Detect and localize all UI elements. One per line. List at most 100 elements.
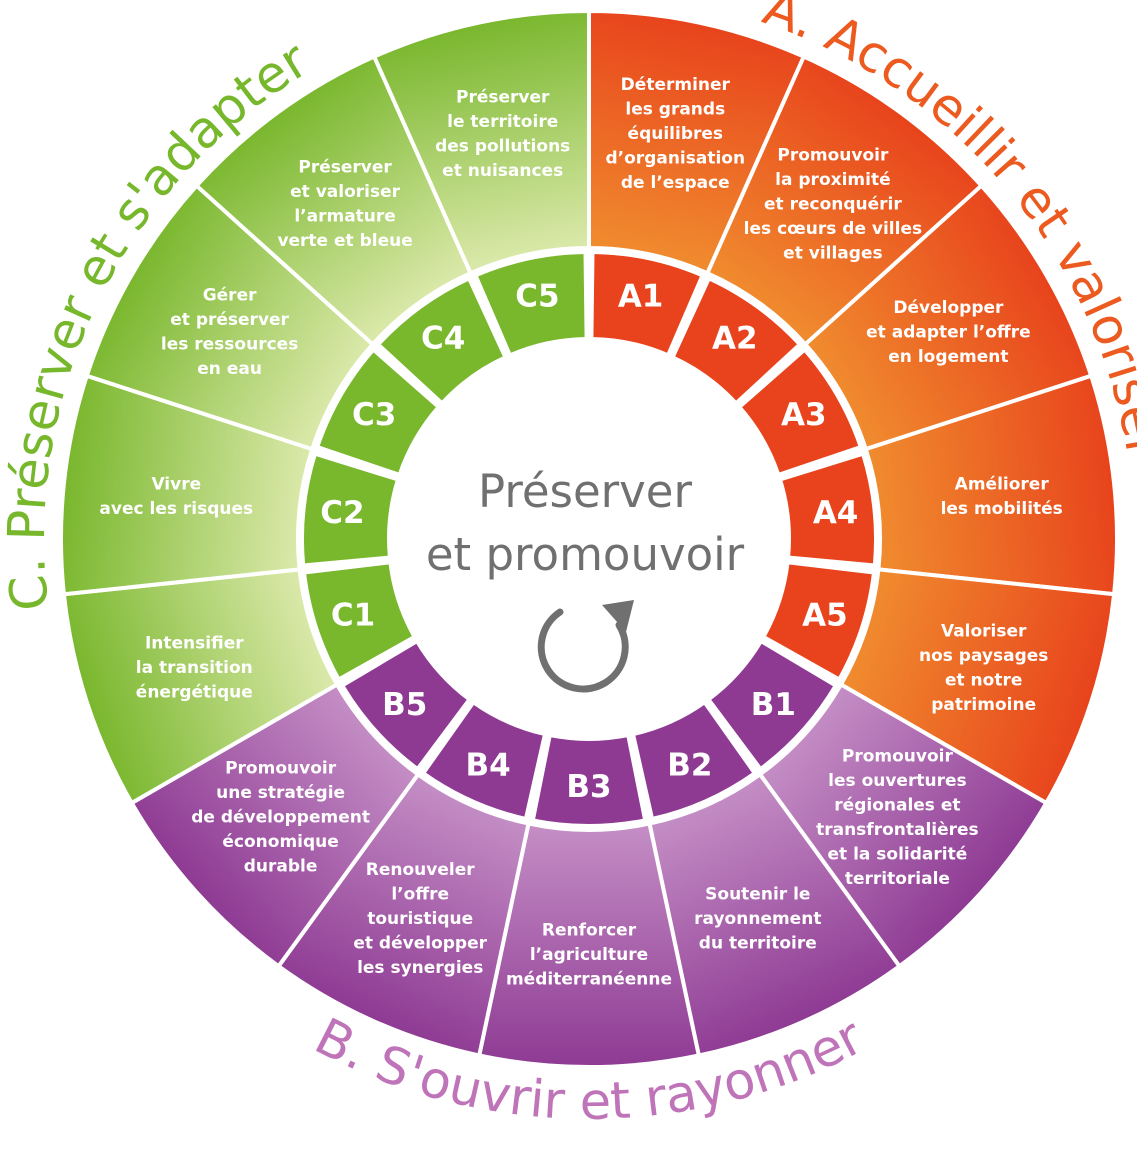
segment-label-line: verte et bleue (277, 231, 412, 251)
segment-label-line: régionales et (834, 795, 960, 815)
segment-label-line: les ouvertures (828, 771, 966, 791)
code-label-a3: A3 (781, 397, 827, 433)
center-title-line1: Préserver (478, 465, 692, 518)
segment-label-line: et développer (353, 934, 487, 954)
code-tab-c4 (376, 276, 508, 406)
segment-b3 (476, 821, 702, 1070)
code-label-a5: A5 (802, 598, 848, 634)
segment-a5 (838, 567, 1117, 806)
segment-label-line: territoriale (845, 869, 950, 889)
segment-a2 (704, 53, 985, 348)
code-label-b3: B3 (566, 769, 611, 805)
segment-label-line: Renforcer (542, 921, 637, 941)
center-title-line2: et promouvoir (426, 528, 745, 581)
segment-c3 (84, 182, 376, 452)
code-label-c5: C5 (515, 278, 559, 314)
segment-label-line: touristique (367, 909, 473, 929)
code-label-c2: C2 (320, 495, 364, 531)
code-tab-b4 (421, 700, 547, 821)
segment-label-line: et adapter l’offre (866, 323, 1030, 343)
segment-label-c5: Préserver le territoire des pollutions et n… (435, 87, 570, 181)
code-tab-a5 (761, 560, 876, 682)
code-label-c3: C3 (352, 397, 396, 433)
code-tab-c1 (302, 560, 417, 682)
segment-label-line: les ressources (161, 335, 298, 355)
refresh-cycle-icon (537, 600, 634, 693)
segment-label-line: Promouvoir (777, 145, 889, 165)
segment-label-line: Déterminer (621, 75, 731, 95)
segment-a3 (802, 182, 1094, 452)
segment-label-b4: Renouveler l’offre touristique et développe… (353, 860, 487, 978)
segment-label-line: Renouveler (366, 860, 475, 880)
segment-label-line: l’armature (294, 207, 395, 227)
code-label-c1: C1 (331, 598, 375, 634)
segment-label-line: les synergies (357, 958, 483, 978)
segment-c5 (371, 8, 591, 276)
segment-label-line: économique (222, 832, 338, 852)
segment-b4 (275, 771, 531, 1058)
segment-label-line: méditerranéenne (506, 970, 672, 990)
segment-label-c3: Gérer et préserver les ressources en eau (161, 286, 298, 380)
code-label-a4: A4 (813, 495, 859, 531)
segment-label-line: Promouvoir (842, 746, 954, 766)
code-tab-b2 (631, 700, 757, 821)
segment-label-line: en eau (197, 359, 262, 379)
segment-b2 (647, 771, 903, 1058)
code-tab-a1 (589, 250, 705, 358)
segment-label-line: Vivre (151, 474, 201, 494)
segment-label-line: Intensifier (145, 634, 244, 654)
segment-label-line: Promouvoir (225, 759, 337, 779)
code-tab-a4 (778, 451, 879, 568)
segment-label-line: la transition (136, 658, 253, 678)
segment-b5 (128, 681, 421, 969)
segment-label-line: l’offre (391, 885, 449, 905)
segment-label-line: et nuisances (442, 161, 563, 181)
segment-label-line: la proximité (775, 170, 890, 190)
segment-label-a2: Promouvoir la proximité et reconquérir les … (744, 145, 922, 263)
segment-label-line: et préserver (170, 310, 289, 330)
code-label-a1: A1 (618, 278, 664, 314)
segment-label-line: durable (244, 857, 318, 877)
segment-label-line: de l’espace (621, 173, 730, 193)
segment-label-line: et la solidarité (828, 844, 968, 864)
code-label-b1: B1 (751, 687, 796, 723)
segment-label-line: le territoire (447, 112, 558, 132)
segment-label-line: nos paysages (919, 646, 1048, 666)
segment-label-a4: Améliorer les mobilités (941, 474, 1063, 519)
segment-label-line: Gérer (203, 286, 257, 306)
code-tab-b5 (340, 639, 472, 772)
segment-label-line: une stratégie (216, 783, 345, 803)
code-label-a2: A2 (712, 320, 758, 356)
segment-label-line: du territoire (699, 934, 817, 954)
segment-b1 (757, 681, 1050, 969)
code-label-c4: C4 (421, 320, 465, 356)
code-tab-c3 (315, 347, 441, 477)
segment-label-line: des pollutions (435, 136, 570, 156)
segment-label-line: Améliorer (955, 474, 1050, 494)
segment-label-line: les mobilités (941, 499, 1063, 519)
segment-label-line: et valoriser (290, 182, 400, 202)
segment-label-line: patrimoine (931, 695, 1036, 715)
segment-label-line: et reconquérir (764, 194, 902, 214)
code-tab-b1 (706, 639, 838, 772)
segment-label-line: Préserver (456, 87, 550, 107)
segment-label-line: Développer (893, 298, 1004, 318)
segment-label-line: et villages (783, 243, 882, 263)
segment-label-line: les grands (625, 100, 725, 120)
segment-label-line: d’organisation (606, 149, 746, 169)
code-tab-a3 (737, 347, 863, 477)
code-label-b2: B2 (667, 748, 712, 784)
segment-label-line: rayonnement (694, 909, 821, 929)
segment-label-line: les cœurs de villes (744, 219, 922, 239)
